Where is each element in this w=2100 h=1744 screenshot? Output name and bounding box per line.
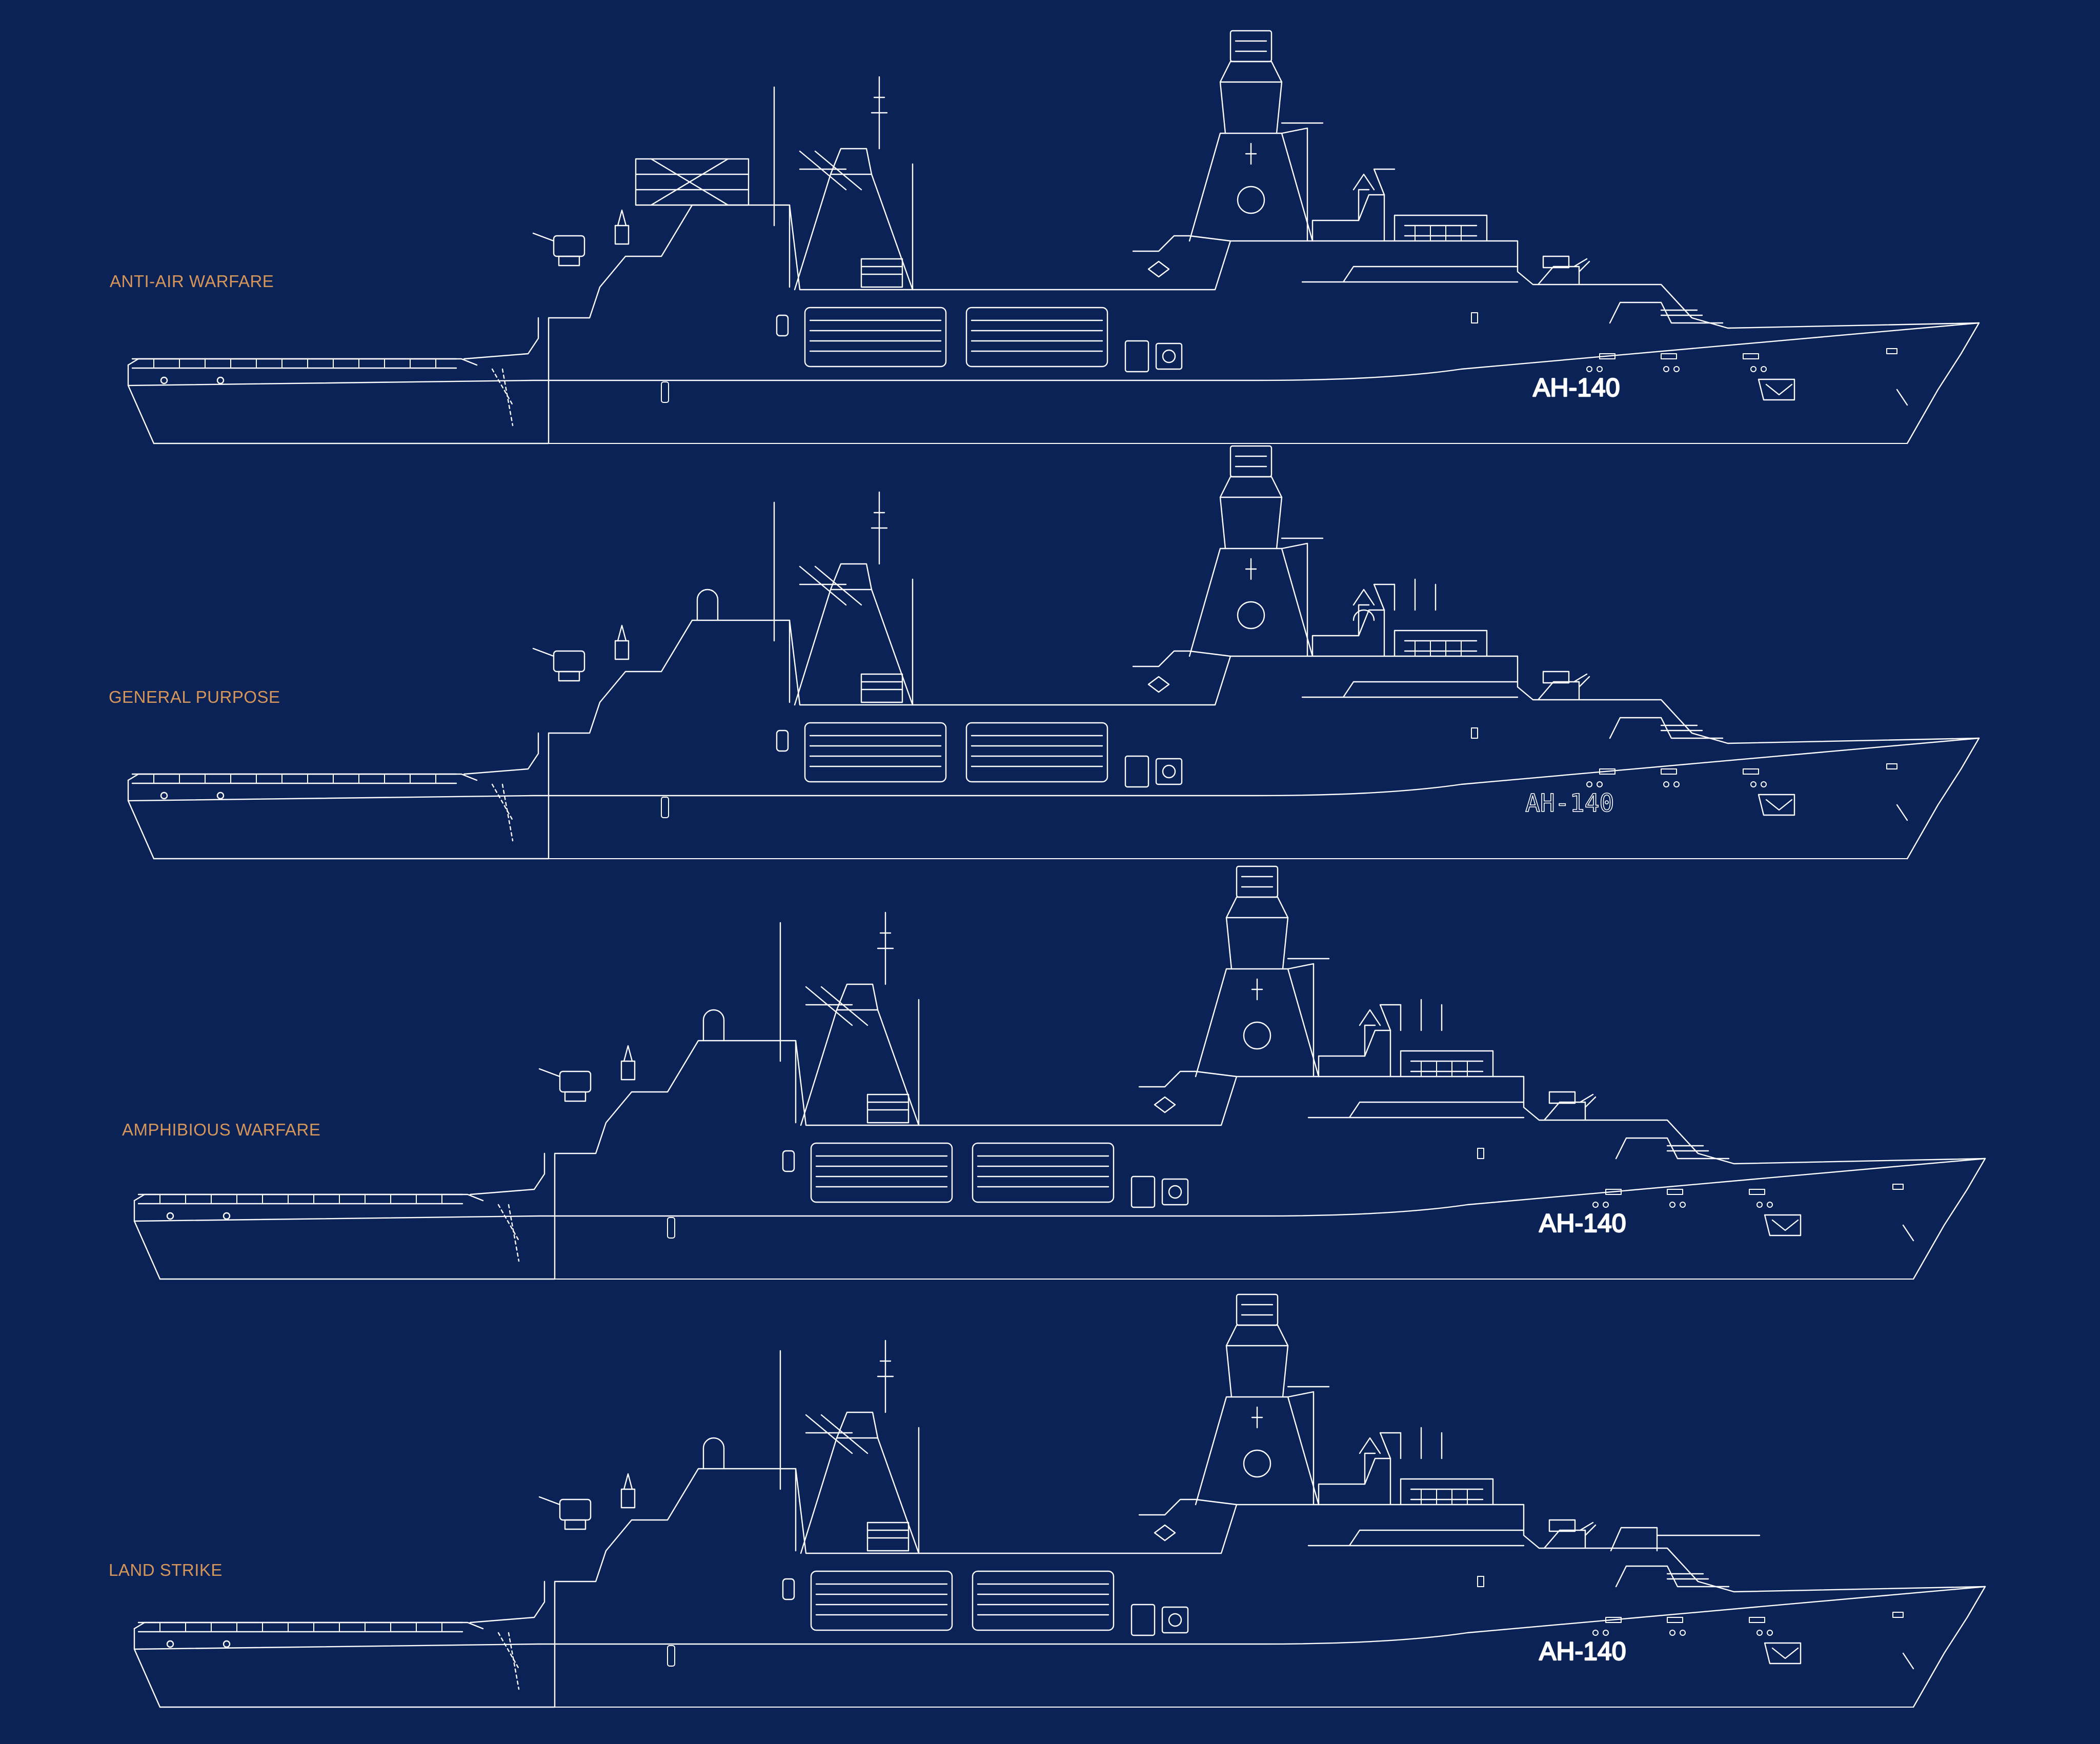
- satcom-dome-general-purpose: [696, 578, 1437, 621]
- variant-label-general-purpose: GENERAL PURPOSE: [109, 687, 280, 706]
- ship-profile-amphibious-warfare: AH-140: [133, 865, 1986, 1280]
- variant-label-anti-air-warfare: ANTI-AIR WARFARE: [110, 272, 274, 291]
- heavy-gun-land-strike: [1610, 1527, 1761, 1552]
- variant-label-land-strike: LAND STRIKE: [109, 1560, 223, 1579]
- hull-number-amphibious: AH-140: [1539, 1209, 1626, 1238]
- satcom-dome-amphibious: [702, 999, 1443, 1042]
- ship-profile-general-purpose: AH-140: [127, 445, 1980, 860]
- hull-number-land-strike: AH-140: [1539, 1637, 1626, 1666]
- ciws-stack-anti-air: [635, 158, 750, 206]
- hull-number-general-purpose: AH-140: [1525, 789, 1614, 818]
- hull-number-anti-air: AH-140: [1533, 373, 1620, 402]
- satcom-dome-land-strike: [702, 1427, 1443, 1470]
- ship-profile-anti-air-warfare: AH-140: [127, 30, 1980, 444]
- ship-profile-land-strike: AH-140: [133, 1293, 1986, 1708]
- variant-label-amphibious-warfare: AMPHIBIOUS WARFARE: [122, 1120, 321, 1139]
